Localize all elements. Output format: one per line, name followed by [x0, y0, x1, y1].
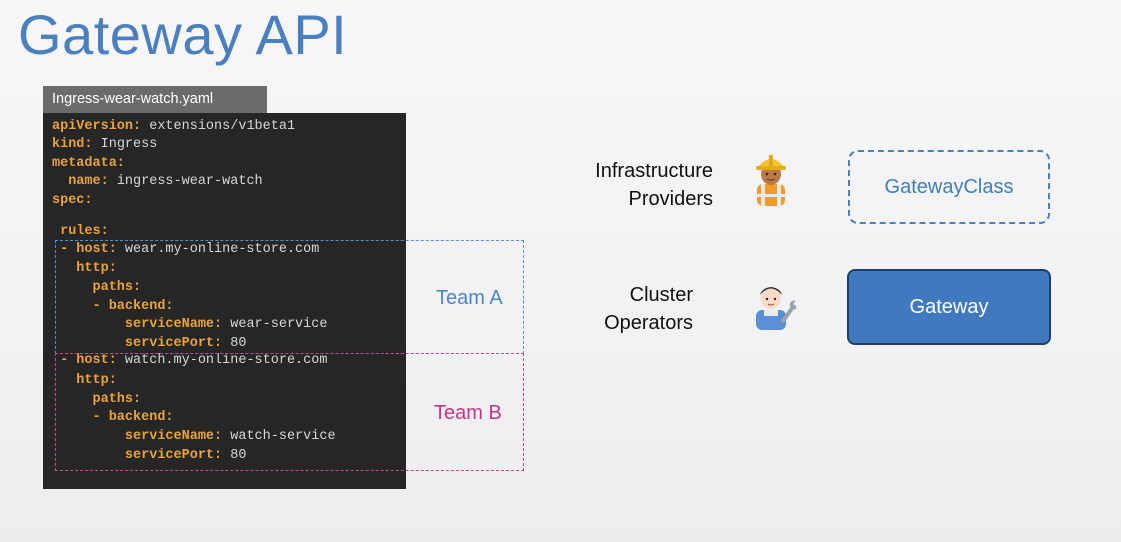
mechanic-icon: [756, 287, 796, 330]
yaml-key: - backend:: [52, 299, 174, 314]
yaml-key: servicePort:: [52, 448, 223, 463]
team-b-box: [55, 353, 524, 471]
yaml-key: http:: [52, 261, 117, 276]
yaml-line: http:: [52, 261, 117, 277]
yaml-value: watch.my-online-store.com: [116, 353, 328, 368]
yaml-key: name:: [52, 174, 109, 189]
cluster-line-1: Cluster: [629, 284, 693, 306]
yaml-line: servicePort: 80: [52, 336, 247, 352]
yaml-key: rules:: [52, 224, 109, 239]
yaml-value: wear.my-online-store.com: [116, 242, 320, 257]
yaml-key: kind:: [52, 137, 93, 152]
yaml-line: apiVersion: extensions/v1beta1: [52, 119, 295, 135]
yaml-value: extensions/v1beta1: [141, 119, 296, 134]
yaml-line: spec:: [52, 193, 93, 209]
yaml-code-block: [43, 113, 406, 489]
gateway-box: Gateway: [847, 269, 1051, 345]
yaml-line: serviceName: wear-service: [52, 317, 328, 333]
yaml-line: metadata:: [52, 156, 125, 172]
yaml-value: 80: [222, 448, 247, 463]
yaml-key: paths:: [52, 280, 142, 295]
yaml-key: http:: [52, 373, 117, 388]
yaml-line: servicePort: 80: [52, 448, 247, 464]
yaml-value: ingress-wear-watch: [108, 174, 263, 189]
yaml-line: - host: wear.my-online-store.com: [52, 242, 319, 258]
team-a-label: Team A: [436, 287, 503, 309]
construction-worker-icon: [756, 155, 786, 206]
yaml-key: servicePort:: [52, 336, 223, 351]
yaml-key: serviceName:: [52, 317, 223, 332]
yaml-key: spec:: [52, 193, 93, 208]
team-b-label: Team B: [434, 402, 502, 424]
infra-line-2: Providers: [628, 188, 713, 210]
cluster-line-2: Operators: [604, 312, 693, 334]
yaml-value: wear-service: [222, 317, 328, 332]
slide-title: Gateway API: [18, 3, 348, 66]
yaml-key: - backend:: [52, 410, 174, 425]
yaml-value: watch-service: [222, 429, 336, 444]
yaml-line: paths:: [52, 392, 142, 408]
yaml-key: serviceName:: [52, 429, 223, 444]
yaml-file-tab: Ingress-wear-watch.yaml: [43, 86, 267, 113]
yaml-key: apiVersion:: [52, 119, 142, 134]
cluster-operators-label: Cluster Operators: [560, 281, 693, 337]
yaml-line: rules:: [52, 224, 109, 240]
yaml-line: kind: Ingress: [52, 137, 157, 153]
yaml-line: http:: [52, 373, 117, 389]
yaml-line: - backend:: [52, 299, 174, 315]
yaml-line: name: ingress-wear-watch: [52, 174, 263, 190]
yaml-value: Ingress: [92, 137, 158, 152]
yaml-key: metadata:: [52, 156, 125, 171]
yaml-line: serviceName: watch-service: [52, 429, 336, 445]
yaml-key: paths:: [52, 392, 142, 407]
yaml-value: 80: [222, 336, 247, 351]
yaml-line: - host: watch.my-online-store.com: [52, 353, 327, 369]
gatewayclass-box: GatewayClass: [848, 150, 1050, 224]
yaml-key: - host:: [52, 353, 117, 368]
infra-line-1: Infrastructure: [595, 160, 713, 182]
infrastructure-providers-label: Infrastructure Providers: [560, 157, 713, 213]
yaml-key: - host:: [52, 242, 117, 257]
yaml-line: paths:: [52, 280, 142, 296]
yaml-line: - backend:: [52, 410, 174, 426]
